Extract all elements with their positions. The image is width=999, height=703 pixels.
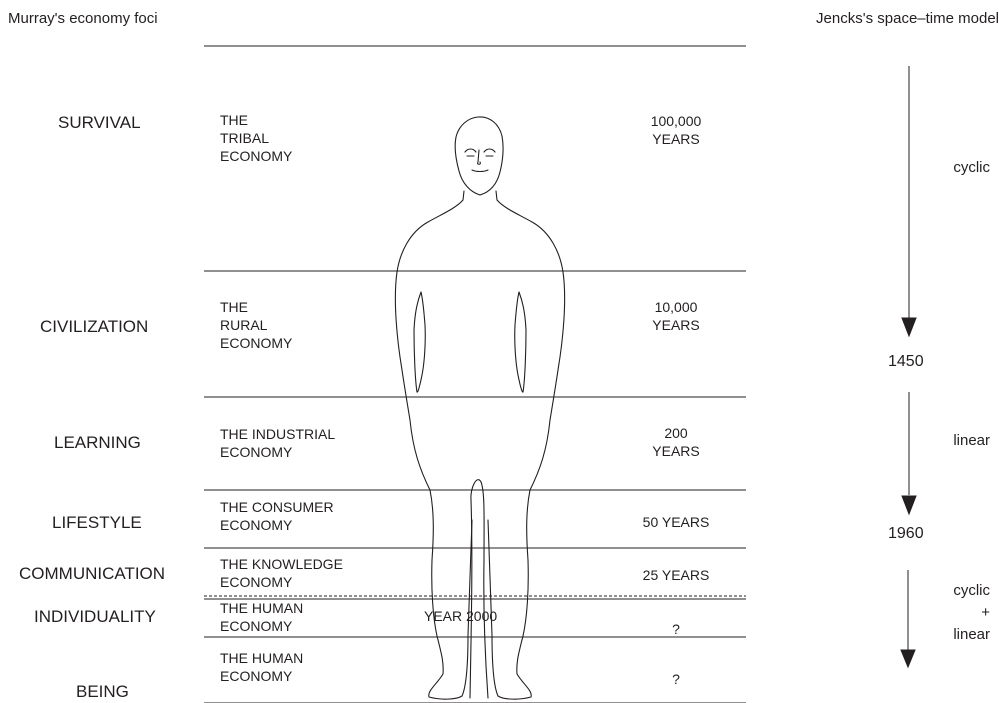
left-heading: Murray's economy foci <box>8 10 158 27</box>
economy-label: THE KNOWLEDGE ECONOMY <box>220 555 343 591</box>
duration-label: 25 YEARS <box>606 566 746 584</box>
duration-label: 100,000 YEARS <box>606 112 746 148</box>
economy-label: THE HUMAN ECONOMY <box>220 599 303 635</box>
duration-label: ? <box>606 620 746 638</box>
economy-label: THE RURAL ECONOMY <box>220 298 292 352</box>
arrowhead-icon <box>901 650 915 667</box>
timeline-mode: cyclic + linear <box>953 580 990 646</box>
duration-label: 50 YEARS <box>606 513 746 531</box>
arrowhead-icon <box>902 318 916 336</box>
economy-label: THE INDUSTRIAL ECONOMY <box>220 425 335 461</box>
duration-label: ? <box>606 670 746 688</box>
timeline-mode: cyclic <box>953 157 990 179</box>
focus-label: SURVIVAL <box>58 113 141 133</box>
timeline-date: 1450 <box>888 353 924 371</box>
timeline-mode: linear <box>953 430 990 452</box>
year-2000-label: YEAR 2000 <box>424 607 497 625</box>
right-heading: Jencks's space–time model <box>816 10 999 27</box>
economy-label: THE CONSUMER ECONOMY <box>220 498 334 534</box>
focus-label: COMMUNICATION <box>19 564 165 584</box>
focus-label: INDIVIDUALITY <box>34 607 156 627</box>
economy-label: THE HUMAN ECONOMY <box>220 649 303 685</box>
focus-label: LEARNING <box>54 433 141 453</box>
focus-label: CIVILIZATION <box>40 317 148 337</box>
focus-label: BEING <box>76 682 129 702</box>
arrowhead-icon <box>902 496 916 514</box>
duration-label: 200 YEARS <box>606 424 746 460</box>
economy-label: THE TRIBAL ECONOMY <box>220 111 292 165</box>
focus-label: LIFESTYLE <box>52 513 142 533</box>
duration-label: 10,000 YEARS <box>606 298 746 334</box>
timeline-date: 1960 <box>888 525 924 543</box>
